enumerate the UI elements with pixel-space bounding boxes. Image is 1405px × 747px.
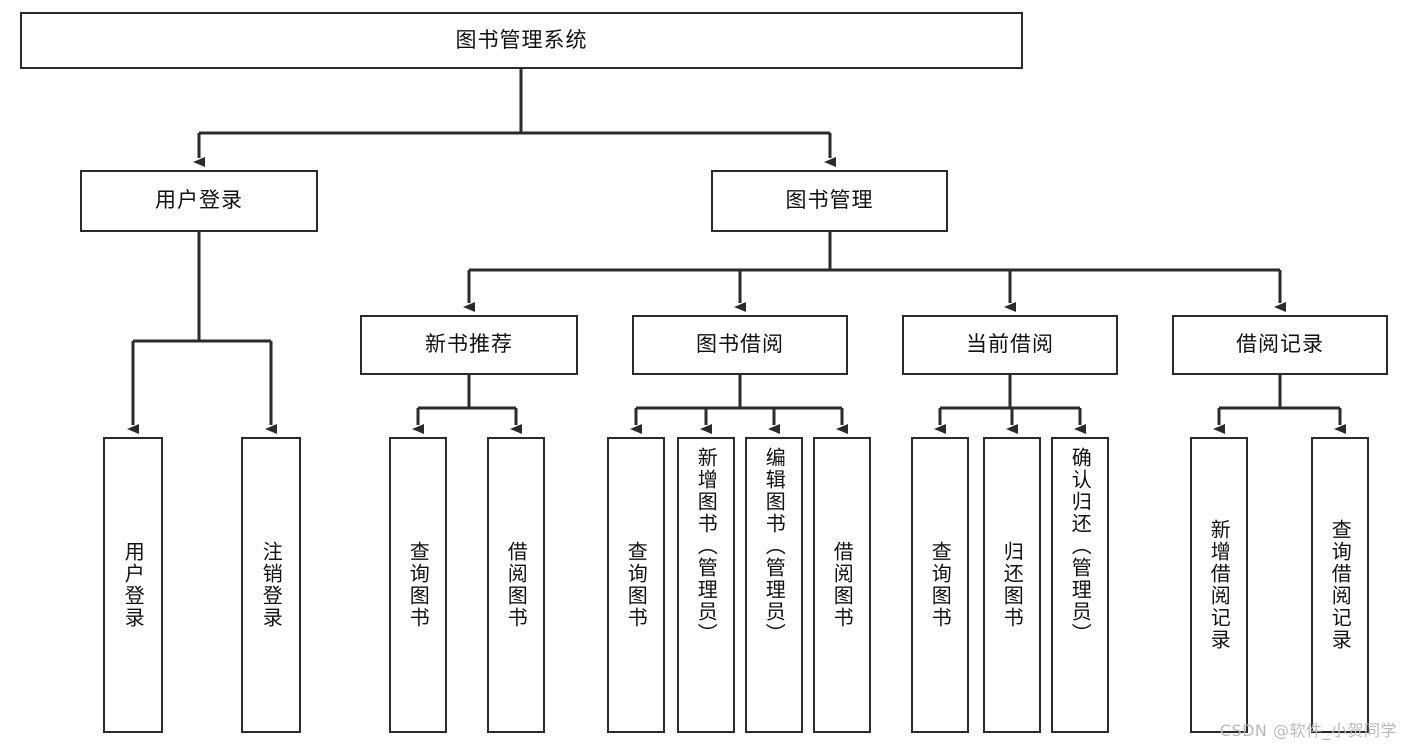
node-leaf-query-record[interactable]: 查询借阅记录 <box>1311 437 1369 733</box>
node-leaf-user-logout[interactable]: 注销登录 <box>241 437 301 733</box>
node-new-book-recommend-label: 新书推荐 <box>425 332 513 357</box>
node-book-borrow[interactable]: 图书借阅 <box>632 315 848 375</box>
node-leaf-confirm-return[interactable]: 确认归还（管理员） <box>1051 437 1109 733</box>
node-leaf-query-book-3-label: 查询图书 <box>928 541 953 629</box>
node-leaf-borrow-book-1-label: 借阅图书 <box>504 541 529 629</box>
node-leaf-query-book-1[interactable]: 查询图书 <box>389 437 447 733</box>
node-leaf-add-record-label: 新增借阅记录 <box>1207 519 1232 651</box>
node-leaf-confirm-return-label: 确认归还（管理员） <box>1068 447 1093 645</box>
node-leaf-borrow-book-2[interactable]: 借阅图书 <box>813 437 871 733</box>
node-leaf-borrow-book-2-label: 借阅图书 <box>830 541 855 629</box>
node-leaf-borrow-book-1[interactable]: 借阅图书 <box>487 437 545 733</box>
node-leaf-query-book-2-label: 查询图书 <box>624 541 649 629</box>
node-book-borrow-label: 图书借阅 <box>696 332 784 357</box>
csdn-watermark: CSDN @软件_小贺同学 <box>1219 721 1397 740</box>
node-leaf-edit-book[interactable]: 编辑图书（管理员） <box>745 437 803 733</box>
node-leaf-add-record[interactable]: 新增借阅记录 <box>1190 437 1248 733</box>
node-user-login-label: 用户登录 <box>155 188 243 213</box>
node-leaf-return-book-label: 归还图书 <box>1000 541 1025 629</box>
node-leaf-query-book-1-label: 查询图书 <box>406 541 431 629</box>
node-leaf-return-book[interactable]: 归还图书 <box>983 437 1041 733</box>
node-leaf-user-login-label: 用户登录 <box>121 541 146 629</box>
node-leaf-query-record-label: 查询借阅记录 <box>1328 519 1353 651</box>
node-leaf-add-book[interactable]: 新增图书（管理员） <box>677 437 735 733</box>
node-root[interactable]: 图书管理系统 <box>20 12 1023 69</box>
node-leaf-user-login[interactable]: 用户登录 <box>103 437 163 733</box>
node-leaf-user-logout-label: 注销登录 <box>259 541 284 629</box>
node-book-manage[interactable]: 图书管理 <box>711 170 948 232</box>
node-leaf-add-book-label: 新增图书（管理员） <box>694 447 719 645</box>
node-current-borrow-label: 当前借阅 <box>966 332 1054 357</box>
node-current-borrow[interactable]: 当前借阅 <box>902 315 1118 375</box>
node-borrow-record[interactable]: 借阅记录 <box>1172 315 1388 375</box>
node-leaf-query-book-3[interactable]: 查询图书 <box>911 437 969 733</box>
node-leaf-edit-book-label: 编辑图书（管理员） <box>762 447 787 645</box>
node-leaf-query-book-2[interactable]: 查询图书 <box>607 437 665 733</box>
node-user-login[interactable]: 用户登录 <box>80 170 318 232</box>
node-book-manage-label: 图书管理 <box>785 188 874 213</box>
node-root-label: 图书管理系统 <box>455 27 588 52</box>
node-new-book-recommend[interactable]: 新书推荐 <box>360 315 578 375</box>
node-borrow-record-label: 借阅记录 <box>1236 332 1324 357</box>
